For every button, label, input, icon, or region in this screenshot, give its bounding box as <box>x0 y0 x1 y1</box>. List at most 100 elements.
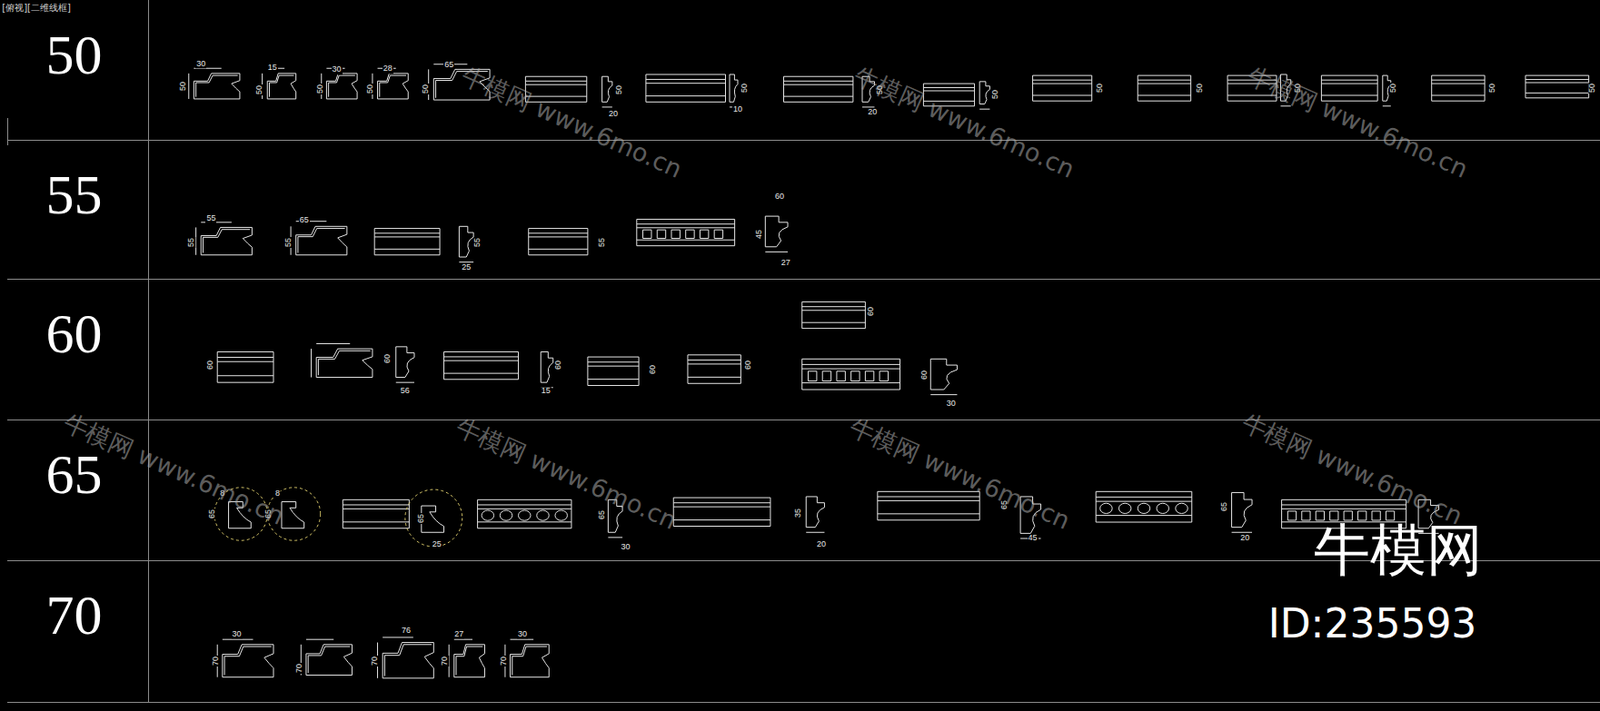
column-line <box>7 118 9 146</box>
profile-line <box>384 645 432 677</box>
dimension-label: 65 <box>443 60 455 70</box>
dimension-label: 50 <box>316 83 325 95</box>
profile-line <box>458 226 474 258</box>
profile-line <box>268 75 294 98</box>
profile-line <box>296 226 348 255</box>
profile-line <box>714 229 723 239</box>
profile-line <box>342 504 409 506</box>
profile-line <box>1095 491 1193 523</box>
dimension-label: 60 <box>866 306 875 318</box>
profile-line <box>505 639 534 678</box>
profile-line <box>636 218 736 246</box>
profile-line <box>311 343 351 378</box>
profile-line <box>477 504 572 506</box>
profile-line <box>528 228 588 256</box>
profile-line <box>729 74 738 102</box>
profile-line <box>528 232 588 234</box>
egg-ornament <box>518 510 531 521</box>
profile-line <box>444 360 519 362</box>
dimension-label: 65 <box>1220 501 1229 513</box>
dimension-label: 70 <box>295 663 304 675</box>
dimension-label: 27 <box>780 258 792 268</box>
table-grid <box>7 0 1600 704</box>
profile-line <box>1382 105 1392 107</box>
egg-ornament <box>1118 503 1131 514</box>
dimension-label: 50 <box>1488 82 1497 94</box>
profile-line <box>602 76 613 102</box>
profile-line <box>528 248 588 250</box>
profile-line <box>290 221 327 256</box>
profile-line <box>930 394 957 396</box>
profile-line <box>877 500 980 502</box>
profile-line <box>923 87 974 89</box>
profile-line <box>930 358 957 390</box>
profile-line <box>1431 79 1485 81</box>
dimension-label: 70 <box>211 655 220 667</box>
egg-ornament <box>481 510 494 521</box>
dimension-label: 45 <box>755 228 764 240</box>
profile-line <box>879 371 888 382</box>
dimension-label: 50 <box>366 83 375 95</box>
profile-line <box>802 382 901 384</box>
profile-line <box>1033 79 1093 81</box>
profile-line <box>267 73 296 100</box>
profile-line <box>1431 95 1485 97</box>
profile-line <box>877 513 980 515</box>
profile-line <box>765 216 788 248</box>
size-heading: 50 <box>0 23 149 86</box>
profile-line <box>193 73 240 100</box>
dimension-label: 50 <box>1195 82 1204 94</box>
profile-line <box>382 643 434 679</box>
dimension-label: 10 <box>732 106 744 115</box>
profile-line <box>1431 83 1485 85</box>
profile-line <box>645 74 726 102</box>
profile-line <box>1137 75 1191 101</box>
profile-line <box>1330 511 1339 521</box>
profile-line <box>979 81 990 105</box>
profile-line <box>217 357 274 358</box>
profile-line <box>196 222 232 256</box>
profile-line <box>864 371 874 382</box>
profile-line <box>645 95 726 97</box>
profile-line <box>587 378 639 380</box>
profile-line <box>1281 508 1407 510</box>
profile-line <box>802 306 866 308</box>
profile-line <box>217 361 274 363</box>
watermark-logo: ID:235593 <box>1268 603 1478 646</box>
dimension-label: 15 <box>540 387 552 397</box>
dimension-label: 27 <box>453 630 465 639</box>
dimension-label: 70 <box>371 655 380 667</box>
watermark-logo: 牛模网 <box>1313 521 1483 581</box>
profile-line <box>342 508 409 510</box>
dimension-label: 55 <box>597 237 607 249</box>
size-heading: 55 <box>0 163 149 226</box>
profile-line <box>671 229 680 239</box>
profile-line <box>673 506 771 508</box>
profile-line <box>643 229 652 239</box>
column-line <box>148 0 150 703</box>
profile-line <box>784 84 854 86</box>
profile-line <box>1137 83 1191 85</box>
profile-line <box>316 348 373 378</box>
profile-line <box>328 75 356 98</box>
profile-line <box>377 637 414 679</box>
dimension-label: 30 <box>619 543 631 552</box>
dimension-label: 30 <box>945 399 957 408</box>
profile-line <box>687 377 741 378</box>
profile-line <box>224 646 272 676</box>
profile-line <box>456 646 483 676</box>
profile-line <box>379 75 407 98</box>
profile-line <box>1095 501 1193 503</box>
profile-line <box>342 499 409 528</box>
profile-line <box>687 355 741 384</box>
profile-line <box>802 358 901 390</box>
egg-ornament <box>1156 503 1169 514</box>
profile-line <box>1371 511 1381 521</box>
profile-line <box>645 79 726 80</box>
dimension-label: 25 <box>431 540 443 549</box>
egg-ornament <box>555 510 567 521</box>
dimension-label: 50 <box>256 84 265 96</box>
egg-ornament <box>536 510 549 521</box>
profile-line <box>217 375 274 377</box>
profile-line <box>374 248 440 250</box>
